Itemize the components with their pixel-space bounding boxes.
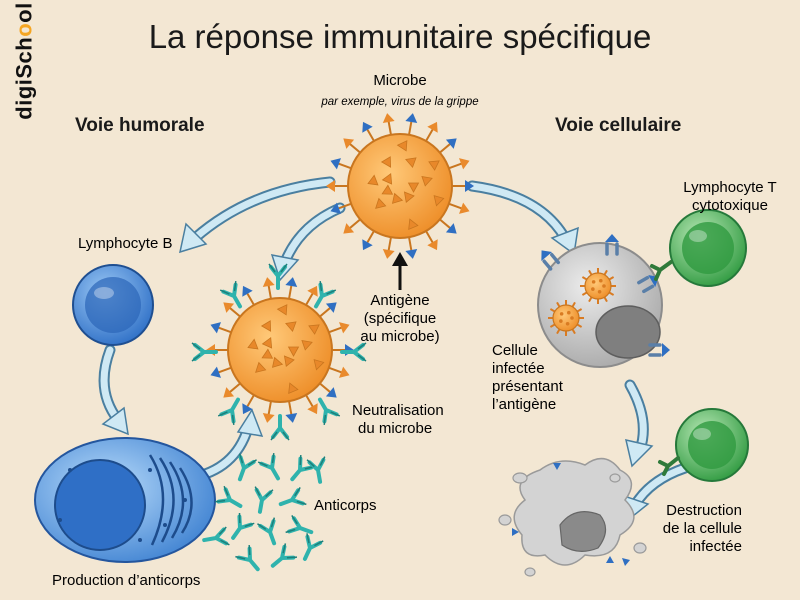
brand-logo: digiSchool [12,2,38,119]
humoral-heading: Voie humorale [75,115,205,136]
antibodies-label: Anticorps [314,497,377,514]
lymphocyte-t-label-1: Lymphocyte T [683,179,776,196]
destroyed-cell [498,457,647,577]
microbe-example: par exemple, virus de la grippe [320,96,478,108]
virus-neutralised [206,277,354,423]
microbe-label: Microbe [373,72,426,89]
production-label: Production d’anticorps [52,572,200,589]
destruction-label-1: Destruction [666,502,742,519]
virus-microbe [326,113,474,259]
brand-text-end: ol [11,2,37,23]
free-antibodies [202,453,326,572]
destruction-label-2: de la cellule [663,520,742,537]
lymphocyte-t-cell-attacking [658,408,749,482]
antigen-label-2: (spécifique [364,310,437,327]
lymphocyte-b-label: Lymphocyte B [78,235,173,252]
antigen-pointer-arrow [392,252,408,290]
infected-cell [537,242,663,368]
t-cell-receptor [650,260,673,281]
infected-cell-label-4: l’antigène [492,396,556,413]
antigen-label-1: Antigène [370,292,429,309]
lymphocyte-t-cell [669,209,747,287]
presented-antigens [541,234,670,357]
plasma-cell [34,437,216,563]
arrow-b-cell-to-plasma-cell [98,344,129,436]
brand-text-o: o [11,22,37,37]
infected-cell-label-2: infectée [492,360,545,377]
lymphocyte-b-cell [72,264,154,346]
page-title: La réponse immunitaire spécifique [148,18,652,55]
lymphocyte-t-label-2: cytotoxique [692,197,768,214]
infected-cell-label-1: Cellule [492,342,538,359]
destruction-label-3: infectée [689,538,742,555]
arrow-infected-to-destroyed [624,379,654,468]
neutralisation-label-1: Neutralisation [352,402,444,419]
antigen-label-3: au microbe) [360,328,439,345]
arrow-microbe-to-lymphocyte-b [178,176,336,254]
cellular-heading: Voie cellulaire [555,115,682,136]
bound-antibodies [191,263,367,441]
infected-cell-label-3: présentant [492,378,564,395]
neutralisation-label-2: du microbe [358,420,432,437]
brand-text-start: digiSch [11,36,37,120]
arrow-microbe-to-infected-cell [466,180,579,256]
